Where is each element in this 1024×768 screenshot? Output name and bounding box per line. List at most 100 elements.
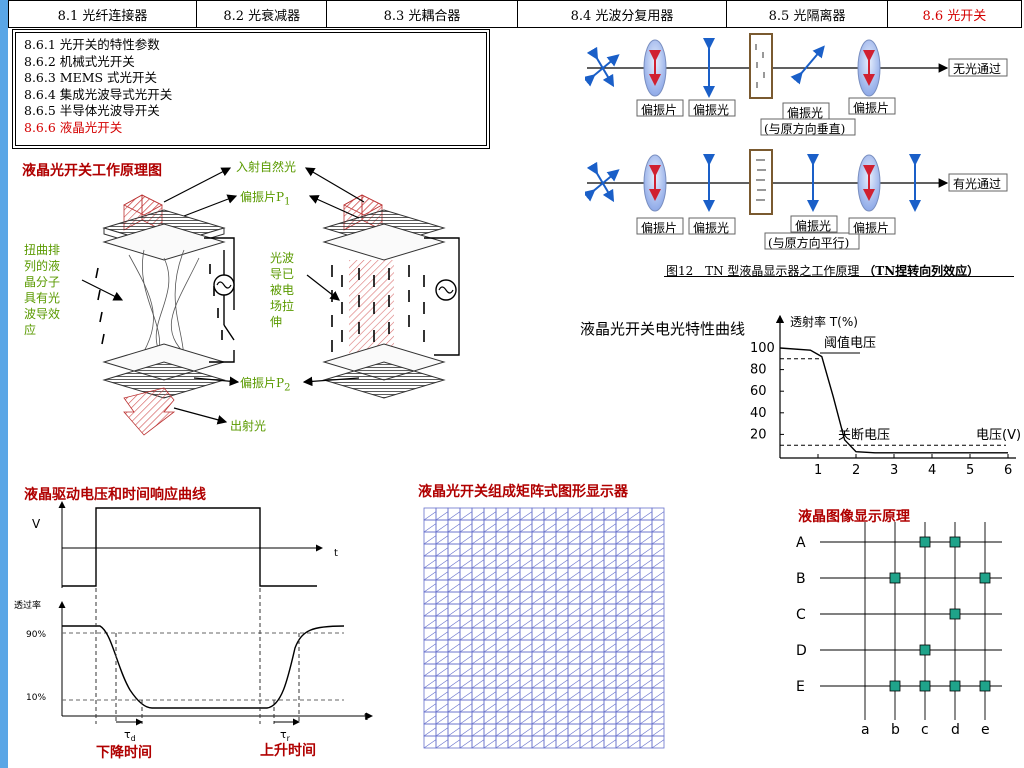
eo-curve-line bbox=[779, 347, 1008, 454]
tab-8-4[interactable]: 8.4 光波分复用器 bbox=[518, 1, 728, 27]
matrix-cell bbox=[639, 603, 653, 617]
matrix-cell-diagonal bbox=[459, 655, 473, 665]
matrix-cell bbox=[507, 507, 521, 521]
matrix-cell bbox=[483, 603, 497, 617]
matrix-cell bbox=[567, 579, 581, 593]
tab-8-1[interactable]: 8.1 光纤连接器 bbox=[9, 1, 198, 27]
matrix-cell bbox=[531, 735, 545, 749]
matrix-cell bbox=[615, 555, 629, 569]
matrix-cell-diagonal bbox=[519, 691, 533, 701]
matrix-cell bbox=[507, 639, 521, 653]
matrix-cell bbox=[627, 555, 641, 569]
matrix-cell-diagonal bbox=[471, 643, 485, 653]
matrix-cell-diagonal bbox=[591, 571, 605, 581]
tau-r-label: τr bbox=[280, 728, 291, 743]
matrix-cell-diagonal bbox=[435, 691, 449, 701]
matrix-cell bbox=[519, 567, 533, 581]
matrix-cell-diagonal bbox=[507, 679, 521, 689]
matrix-cell bbox=[651, 567, 665, 581]
tn1-light-label: 偏振光 bbox=[693, 103, 730, 117]
matrix-cell bbox=[483, 519, 497, 533]
matrix-cell bbox=[495, 675, 509, 689]
matrix-cell bbox=[543, 675, 557, 689]
submenu-item-8-6-6[interactable]: 8.6.6 液晶光开关 bbox=[24, 119, 123, 135]
tab-8-3[interactable]: 8.3 光耦合器 bbox=[327, 1, 518, 27]
matrix-cell-diagonal bbox=[447, 679, 461, 689]
matrix-cell bbox=[483, 723, 497, 737]
matrix-cell bbox=[579, 591, 593, 605]
matrix-cell bbox=[459, 711, 473, 725]
matrix-cell-diagonal bbox=[471, 631, 485, 641]
matrix-cell bbox=[471, 675, 485, 689]
matrix-cell bbox=[603, 531, 617, 545]
matrix-cell-diagonal bbox=[615, 715, 629, 725]
tab-8-5[interactable]: 8.5 光隔离器 bbox=[727, 1, 888, 27]
matrix-cell bbox=[483, 543, 497, 557]
submenu-item-8-6-3[interactable]: 8.6.3 MEMS 式光开关 bbox=[24, 70, 158, 86]
matrix-cell-diagonal bbox=[555, 511, 569, 521]
tab-8-2[interactable]: 8.2 光衰减器 bbox=[197, 1, 328, 27]
matrix-cell-diagonal bbox=[507, 523, 521, 533]
matrix-cell bbox=[471, 627, 485, 641]
matrix-cell bbox=[591, 555, 605, 569]
matrix-cell-diagonal bbox=[459, 595, 473, 605]
matrix-cell bbox=[507, 627, 521, 641]
matrix-cell-diagonal bbox=[459, 703, 473, 713]
matrix-cell bbox=[579, 627, 593, 641]
matrix-cell-diagonal bbox=[495, 547, 509, 557]
eo-x-tick-label: 2 bbox=[852, 463, 860, 478]
eo-xlabel: 电压(V) bbox=[976, 428, 1020, 443]
grid-pixel-dot bbox=[919, 644, 931, 656]
matrix-cell-diagonal bbox=[495, 679, 509, 689]
matrix-cell-diagonal bbox=[543, 631, 557, 641]
matrix-cell-diagonal bbox=[591, 703, 605, 713]
matrix-cell-diagonal bbox=[639, 583, 653, 593]
matrix-cell bbox=[603, 663, 617, 677]
matrix-cell bbox=[627, 591, 641, 605]
matrix-cell-diagonal bbox=[651, 535, 665, 545]
matrix-cell bbox=[519, 639, 533, 653]
matrix-cell bbox=[615, 543, 629, 557]
matrix-cell-diagonal bbox=[603, 559, 617, 569]
matrix-cell bbox=[543, 639, 557, 653]
matrix-cell bbox=[543, 735, 557, 749]
matrix-cell-diagonal bbox=[651, 619, 665, 629]
tab-8-6[interactable]: 8.6 光开关 bbox=[922, 8, 987, 24]
matrix-cell bbox=[435, 663, 449, 677]
eo-x-tick-label: 5 bbox=[966, 463, 974, 478]
matrix-cell-diagonal bbox=[555, 571, 569, 581]
eo-x-tick-label: 6 bbox=[1004, 463, 1012, 478]
matrix-cell-diagonal bbox=[543, 667, 557, 677]
grid-pixel-dot bbox=[979, 680, 991, 692]
matrix-cell bbox=[519, 507, 533, 521]
tn2-note-label: (与原方向平行) bbox=[768, 236, 850, 250]
submenu-item-8-6-1[interactable]: 8.6.1 光开关的特性参数 bbox=[24, 37, 160, 52]
matrix-cell-diagonal bbox=[507, 691, 521, 701]
submenu-item-8-6-4[interactable]: 8.6.4 集成光波导式光开关 bbox=[24, 86, 173, 102]
grid-col-label: c bbox=[921, 722, 929, 738]
matrix-cell bbox=[459, 591, 473, 605]
matrix-cell bbox=[639, 639, 653, 653]
matrix-cell bbox=[507, 699, 521, 713]
matrix-cell bbox=[447, 687, 461, 701]
grid-row-label: C bbox=[796, 607, 806, 623]
drive-response-chart: V t 透过率 90% 10% t τd τr bbox=[14, 501, 373, 743]
submenu-item-8-6-2[interactable]: 8.6.2 机械式光开关 bbox=[24, 53, 135, 69]
matrix-cell-diagonal bbox=[519, 511, 533, 521]
matrix-cell-diagonal bbox=[579, 535, 593, 545]
tn-caption-num: 图12 bbox=[666, 264, 694, 278]
matrix-cell-diagonal bbox=[423, 619, 437, 629]
matrix-cell bbox=[435, 579, 449, 593]
matrix-cell bbox=[579, 507, 593, 521]
matrix-cell-diagonal bbox=[627, 643, 641, 653]
matrix-cell-diagonal bbox=[531, 535, 545, 545]
matrix-cell bbox=[615, 591, 629, 605]
submenu-item-8-6-5[interactable]: 8.6.5 半导体光波导开关 bbox=[24, 103, 160, 119]
matrix-cell-diagonal bbox=[447, 739, 461, 749]
drive-title: 液晶驱动电压和时间响应曲线 bbox=[24, 487, 206, 503]
matrix-cell-diagonal bbox=[627, 715, 641, 725]
matrix-cell-diagonal bbox=[555, 535, 569, 545]
matrix-cell bbox=[651, 651, 665, 665]
matrix-cell bbox=[579, 675, 593, 689]
